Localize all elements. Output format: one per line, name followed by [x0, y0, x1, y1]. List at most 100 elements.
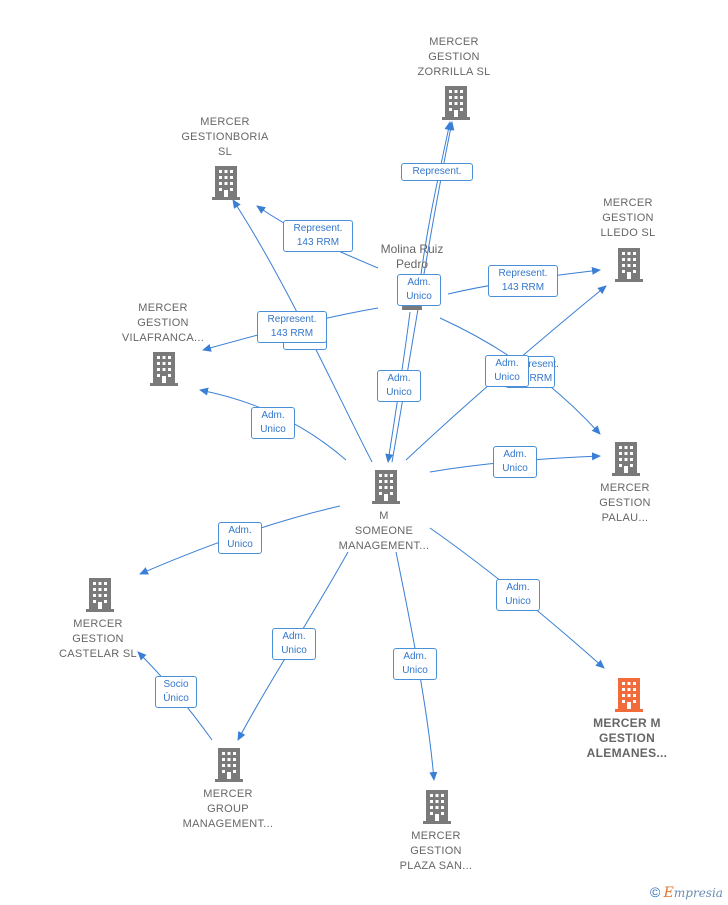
- person-label[interactable]: Molina Ruiz Pedro: [357, 242, 467, 272]
- edge-label-line: Unico: [260, 424, 286, 435]
- building-icon[interactable]: [441, 84, 471, 125]
- edge-label-rep-zorrilla[interactable]: Represent.: [401, 163, 473, 181]
- edge-label-line: Represent.: [510, 359, 559, 370]
- edge-label-adm-plaza[interactable]: Adm. Unico: [393, 648, 437, 680]
- label-line: MERCER: [73, 618, 123, 630]
- edge-label-line: Unico: [281, 645, 307, 656]
- building-icon[interactable]: [211, 164, 241, 205]
- edge-label-adm-palau[interactable]: Adm. Unico: [493, 446, 537, 478]
- edge-label-line: Único: [163, 693, 189, 704]
- edge-label-line: Represent.: [293, 223, 343, 234]
- edge-label-line: Adm.: [403, 651, 427, 662]
- edge-label-adm-castelar[interactable]: Adm. Unico: [218, 522, 262, 554]
- edge-label-line: Unico: [402, 665, 428, 676]
- label-line: MANAGEMENT...: [338, 540, 430, 552]
- brand-name: mpresia: [673, 886, 723, 900]
- edge-label-line: 143 RRM: [270, 328, 314, 339]
- label-line: GESTION: [598, 731, 656, 745]
- label-line: MERCER M: [593, 716, 661, 730]
- edge-label-adm-vila[interactable]: Adm. Unico: [251, 407, 295, 439]
- edge-label-line: Unico: [494, 372, 520, 383]
- edge-label-line: Represent.: [267, 314, 317, 325]
- edge-label-line: Adm.: [506, 582, 530, 593]
- edge-label-line: Adm.: [282, 631, 306, 642]
- edge-label-line: Unico: [502, 463, 528, 474]
- label-line: MERCER: [200, 116, 250, 128]
- building-icon[interactable]: [214, 746, 244, 787]
- edge-label-line: Adm.: [261, 410, 285, 421]
- label-line: MERCER: [603, 197, 653, 209]
- edge-label-line: Adm.: [503, 449, 527, 460]
- edge-label-line: Adm.: [495, 358, 519, 369]
- label-line: SL: [217, 146, 233, 158]
- node-label-zorrilla[interactable]: MERCER GESTION ZORRILLA SL: [379, 35, 529, 80]
- edge-label-line: Socio: [163, 679, 189, 690]
- label-line: ALEMANES...: [586, 746, 668, 760]
- edge-label-line: Adm.: [228, 525, 252, 536]
- label-line: LLEDO SL: [600, 227, 656, 239]
- building-icon[interactable]: [149, 350, 179, 391]
- edge-label-rep-vila[interactable]: Represent. 143 RRM: [257, 311, 327, 343]
- brand-initial: E: [663, 885, 674, 901]
- label-line: Molina Ruiz: [380, 242, 444, 256]
- building-icon[interactable]: [614, 246, 644, 287]
- label-line: M: [379, 510, 389, 522]
- node-label-lledo[interactable]: MERCER GESTION LLEDO SL: [553, 196, 703, 241]
- node-label-gestionboria[interactable]: MERCER GESTIONBORIA SL: [150, 115, 300, 160]
- edge-label-adm-group[interactable]: Adm. Unico: [272, 628, 316, 660]
- label-line: ZORRILLA SL: [417, 66, 491, 78]
- node-label-vilafranca[interactable]: MERCER GESTION VILAFRANCA...: [88, 301, 238, 346]
- building-icon[interactable]: [611, 440, 641, 481]
- label-line: MERCER: [429, 36, 479, 48]
- building-icon[interactable]: [371, 468, 401, 509]
- label-line: PALAU...: [601, 512, 649, 524]
- label-line: GESTION: [599, 497, 651, 509]
- building-icon[interactable]: [422, 788, 452, 829]
- node-label-plazasan[interactable]: MERCER GESTION PLAZA SAN...: [361, 829, 511, 874]
- edge-label-line: 143 RRM: [296, 237, 340, 248]
- brand-footer[interactable]: © Empresia: [650, 884, 723, 901]
- label-line: MANAGEMENT...: [182, 818, 274, 830]
- edge-label-rep-boria[interactable]: Represent. 143 RRM: [283, 220, 353, 252]
- edge-label-line: 143 RRM: [510, 373, 553, 384]
- edge-label-adm-person[interactable]: Adm. Unico: [397, 274, 441, 306]
- edge-label-line: Unico: [505, 596, 531, 607]
- label-line: GESTIONBORIA: [181, 131, 269, 143]
- label-line: CASTELAR SL: [59, 648, 137, 660]
- edge-label-adm-person-center[interactable]: Adm. Unico: [377, 370, 421, 402]
- edge-label-line: Adm.: [407, 277, 431, 288]
- edge-label-line: Represent.: [498, 268, 548, 279]
- label-line: GROUP: [207, 803, 249, 815]
- label-line: GESTION: [428, 51, 480, 63]
- node-label-castelar[interactable]: MERCER GESTION CASTELAR SL: [23, 617, 173, 662]
- edge-label-line: 143 RRM: [501, 282, 545, 293]
- label-line: PLAZA SAN...: [399, 860, 473, 872]
- node-label-center[interactable]: M SOMEONE MANAGEMENT...: [309, 509, 459, 554]
- edge-label-rep-lledo[interactable]: Represent. 143 RRM: [488, 265, 558, 297]
- copyright-icon: ©: [650, 884, 661, 900]
- edge-label-line: Unico: [227, 539, 253, 550]
- label-line: GESTION: [602, 212, 654, 224]
- edge-label-line: Represent.: [412, 166, 462, 177]
- edge-label-socio[interactable]: Socio Único: [155, 676, 197, 708]
- label-line: GESTION: [72, 633, 124, 645]
- label-line: MERCER: [600, 482, 650, 494]
- edge-label-line: Unico: [406, 291, 432, 302]
- label-line: MERCER: [203, 788, 253, 800]
- edge-label-line: Adm.: [387, 373, 411, 384]
- edge-label-adm-alemanes[interactable]: Adm. Unico: [496, 579, 540, 611]
- label-line: MERCER: [411, 830, 461, 842]
- building-icon[interactable]: [85, 576, 115, 617]
- edge-label-adm-lledo[interactable]: Adm. Unico: [485, 355, 529, 387]
- label-line: SOMEONE: [354, 525, 414, 537]
- building-icon-highlight[interactable]: [614, 676, 644, 717]
- node-label-alemanes[interactable]: MERCER M GESTION ALEMANES...: [552, 716, 702, 761]
- edge-person-zorrilla: [419, 121, 453, 283]
- label-line: VILAFRANCA...: [121, 332, 205, 344]
- label-line: GESTION: [410, 845, 462, 857]
- edge-label-line: Unico: [386, 387, 412, 398]
- node-label-group[interactable]: MERCER GROUP MANAGEMENT...: [153, 787, 303, 832]
- node-label-palau[interactable]: MERCER GESTION PALAU...: [550, 481, 700, 526]
- label-line: MERCER: [138, 302, 188, 314]
